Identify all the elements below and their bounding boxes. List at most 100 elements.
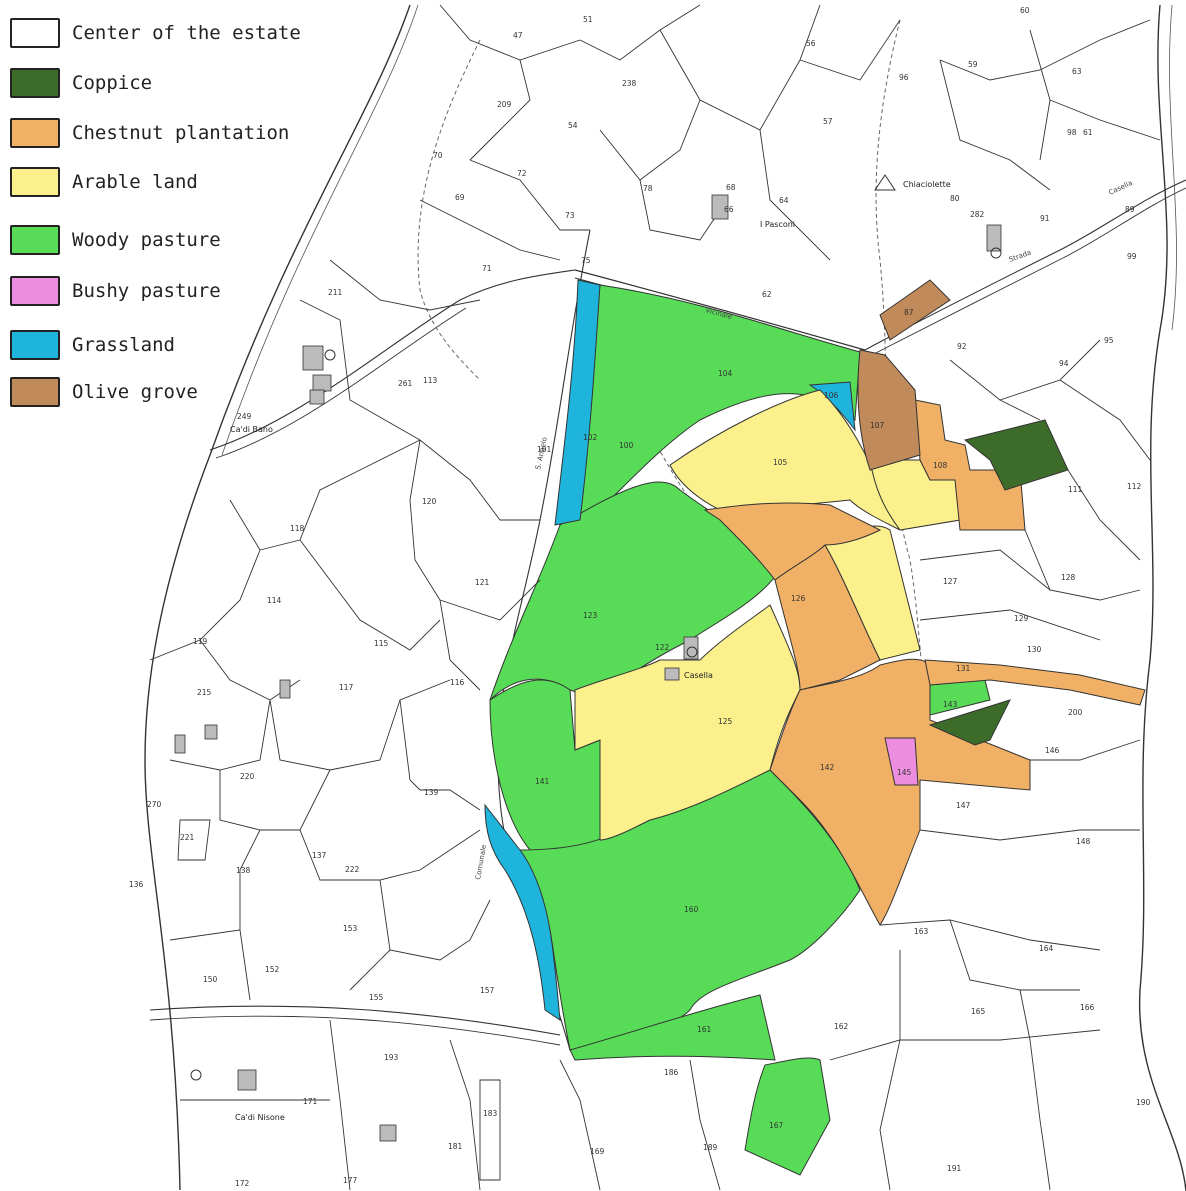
parcel-label: 111 <box>1068 485 1083 494</box>
legend-swatch <box>10 68 60 98</box>
parcel-label: 165 <box>971 1007 986 1016</box>
parcel-label: 171 <box>303 1097 318 1106</box>
parcel-label: 95 <box>1104 336 1114 345</box>
parcel-label: 139 <box>424 788 439 797</box>
parcel-label: 163 <box>914 927 929 936</box>
parcel-label: 113 <box>423 376 438 385</box>
parcel-label: 152 <box>265 965 280 974</box>
parcel-label: 75 <box>581 256 591 265</box>
parcel-label: 282 <box>970 210 985 219</box>
parcel-label: 145 <box>897 768 912 777</box>
parcel-label: 118 <box>290 524 305 533</box>
legend-label: Grassland <box>72 334 175 356</box>
parcel-numbers: 104 100 101 102 105 106 107 108 111 112 … <box>129 6 1151 1188</box>
legend-swatch <box>10 225 60 255</box>
parcel-label: 87 <box>904 308 914 317</box>
legend-label: Coppice <box>72 72 153 94</box>
parcel-label: 78 <box>643 184 653 193</box>
markers <box>190 174 1002 1081</box>
road-label-casella: Casella <box>1107 179 1133 197</box>
parcel-label: 215 <box>197 688 212 697</box>
parcel-label: 106 <box>824 391 839 400</box>
cadastral-lines <box>149 4 1161 1191</box>
road-left-diagonal <box>209 269 576 451</box>
parcel-label: 47 <box>513 31 523 40</box>
road-label-comunale: Comunale <box>474 844 488 880</box>
parcel-label: 261 <box>398 379 413 388</box>
place-chiaciolette: Chiaciolette <box>903 180 951 189</box>
parcel-label: 96 <box>899 73 909 82</box>
parcel-label: 62 <box>762 290 772 299</box>
buildings <box>174 194 1002 1142</box>
place-ca-di-bano: Ca'di Bano <box>230 425 273 434</box>
parcel-woody-pasture-167 <box>744 1057 831 1176</box>
parcel-label: 147 <box>956 801 971 810</box>
parcel-label: 73 <box>565 211 575 220</box>
legend-swatch <box>10 18 60 48</box>
parcel-label: 120 <box>422 497 437 506</box>
parcel-label: 191 <box>947 1164 962 1173</box>
parcel-label: 126 <box>791 594 806 603</box>
parcel-label: 101 <box>537 445 552 454</box>
parcel-label: 121 <box>475 578 490 587</box>
parcel-label: 119 <box>193 637 208 646</box>
parcel-olive-87 <box>879 279 951 341</box>
parcel-label: 71 <box>482 264 492 273</box>
map-outer-boundary <box>144 4 411 1191</box>
place-casella: Casella <box>684 671 713 680</box>
parcel-label: 143 <box>943 700 958 709</box>
parcel-label: 181 <box>448 1142 463 1151</box>
road-comunale <box>149 1005 561 1036</box>
parcel-label: 116 <box>450 678 465 687</box>
parcel-chestnut-108 <box>914 399 1026 531</box>
legend-swatch <box>10 377 60 407</box>
parcel-label: 99 <box>1127 252 1137 261</box>
parcel-label: 162 <box>834 1022 849 1031</box>
parcel-label: 183 <box>483 1109 498 1118</box>
place-pasconi: I Pasconi <box>760 220 795 229</box>
parcel-label: 54 <box>568 121 578 130</box>
parcel-label: 138 <box>236 866 251 875</box>
parcel-label: 141 <box>535 777 550 786</box>
parcel-label: 125 <box>718 717 733 726</box>
parcel-label: 161 <box>697 1025 712 1034</box>
parcel-label: 222 <box>345 865 360 874</box>
parcel-label: 57 <box>823 117 833 126</box>
parcel-label: 114 <box>267 596 282 605</box>
legend-label: Olive grove <box>72 381 198 403</box>
parcel-label: 80 <box>950 194 960 203</box>
parcel-label: 157 <box>480 986 495 995</box>
parcel-label: 146 <box>1045 746 1060 755</box>
road-strada-2 <box>867 187 1186 358</box>
parcel-label: 160 <box>684 905 699 914</box>
parcel-label: 123 <box>583 611 598 620</box>
parcel-label: 128 <box>1061 573 1076 582</box>
parcel-bushy-pasture-145 <box>884 737 919 786</box>
parcel-label: 89 <box>1125 205 1135 214</box>
parcel-label: 107 <box>870 421 885 430</box>
parcel-label: 189 <box>703 1143 718 1152</box>
legend-swatch <box>10 276 60 306</box>
parcel-label: 169 <box>590 1147 605 1156</box>
road-left-diagonal-2 <box>215 307 467 459</box>
parcel-label: 166 <box>1080 1003 1095 1012</box>
parcel-chestnut-126 <box>774 544 881 691</box>
parcel-olive-107 <box>857 349 921 471</box>
river-right-2 <box>1169 4 1177 331</box>
parcel-label: 200 <box>1068 708 1083 717</box>
parcel-label: 131 <box>956 664 971 673</box>
parcel-label: 64 <box>779 196 789 205</box>
parcel-label: 153 <box>343 924 358 933</box>
parcel-label: 148 <box>1076 837 1091 846</box>
map-outer-boundary-inner <box>221 4 419 456</box>
parcel-coppice-144 <box>928 699 1011 746</box>
parcel-label: 190 <box>1136 1098 1151 1107</box>
legend-label: Bushy pasture <box>72 280 221 302</box>
parcel-label: 117 <box>339 683 354 692</box>
parcel-label: 63 <box>1072 67 1082 76</box>
parcel-coppice-111 <box>963 419 1069 491</box>
parcel-label: 56 <box>806 39 816 48</box>
parcel-label: 177 <box>343 1176 358 1185</box>
parcel-label: 136 <box>129 880 144 889</box>
parcel-label: 193 <box>384 1053 399 1062</box>
